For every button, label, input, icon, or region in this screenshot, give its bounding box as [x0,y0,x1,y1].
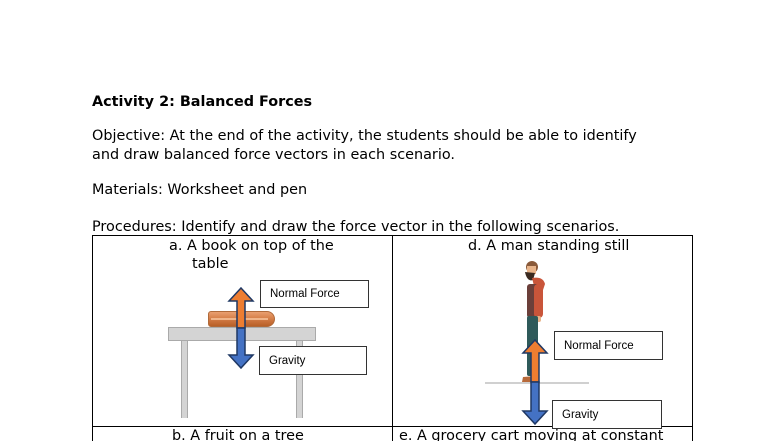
objective-line-1: Objective: At the end of the activity, t… [92,128,637,144]
cell-a-force-arrows-icon [227,286,255,370]
procedures-text: Procedures: Identify and draw the force … [92,219,620,235]
cell-d-normal-force-label: Normal Force [554,331,663,360]
table-illustration-leg-right [296,341,303,418]
objective-line-2: and draw balanced force vectors in each … [92,147,455,163]
cell-e-title: e. A grocery cart moving at constant [399,428,664,441]
cell-a-gravity-label: Gravity [259,346,367,375]
materials-text: Materials: Worksheet and pen [92,182,308,198]
cell-a-normal-force-label: Normal Force [260,280,369,308]
table-illustration-leg-left [181,341,188,418]
cell-b-title: b. A fruit on a tree [172,428,304,441]
cell-d-force-arrows-icon [521,338,549,426]
table-column-divider [392,235,394,441]
cell-d-title: d. A man standing still [468,238,630,254]
cell-d-gravity-label: Gravity [552,400,662,429]
table-row-divider [92,426,693,428]
cell-a-title-line1: a. A book on top of the [169,238,334,254]
activity-title: Activity 2: Balanced Forces [92,94,313,110]
cell-a-title-line2: table [192,256,229,272]
